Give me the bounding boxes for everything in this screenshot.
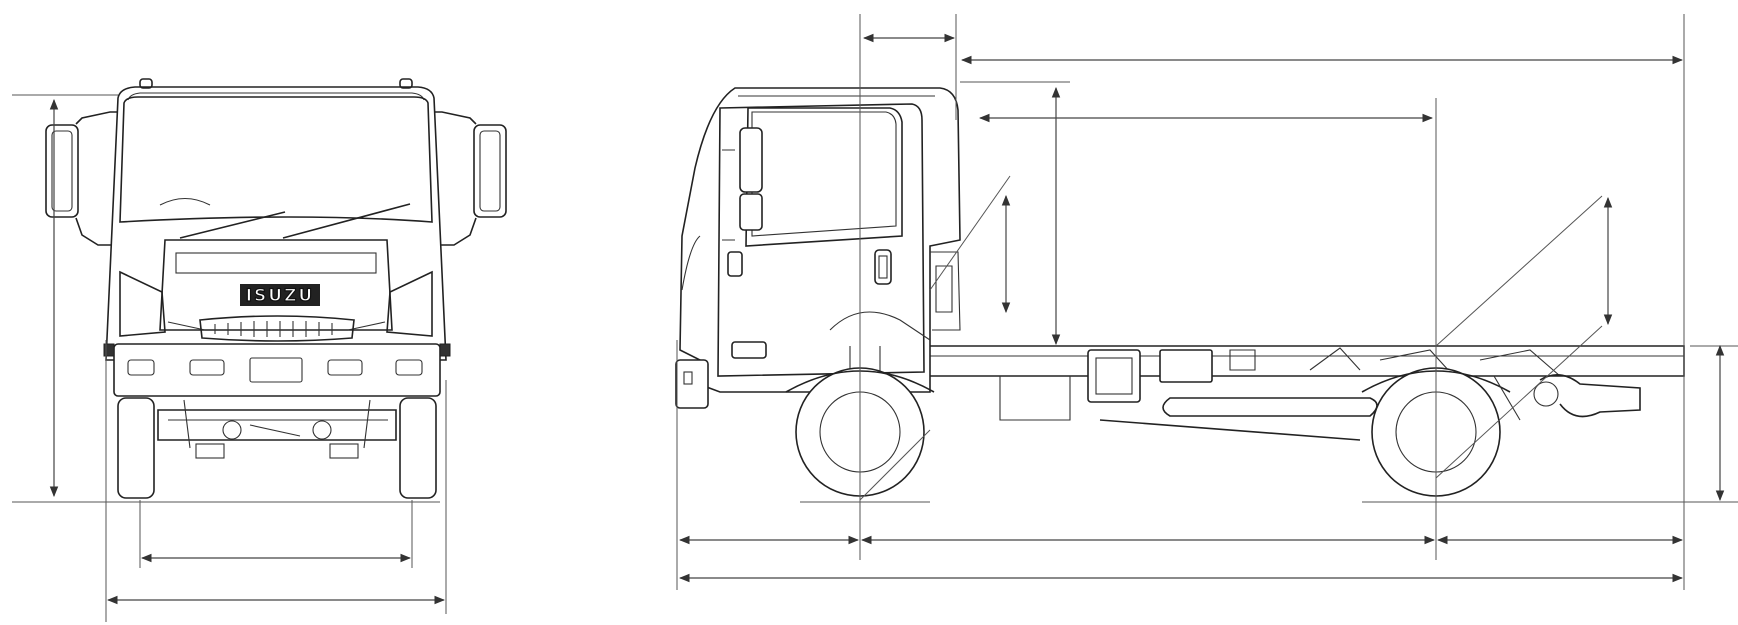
front-view: ISUZU (12, 78, 507, 622)
logo: ISUZU (240, 284, 320, 307)
svg-text:ISUZU: ISUZU (246, 286, 315, 306)
side-view (675, 14, 1738, 590)
